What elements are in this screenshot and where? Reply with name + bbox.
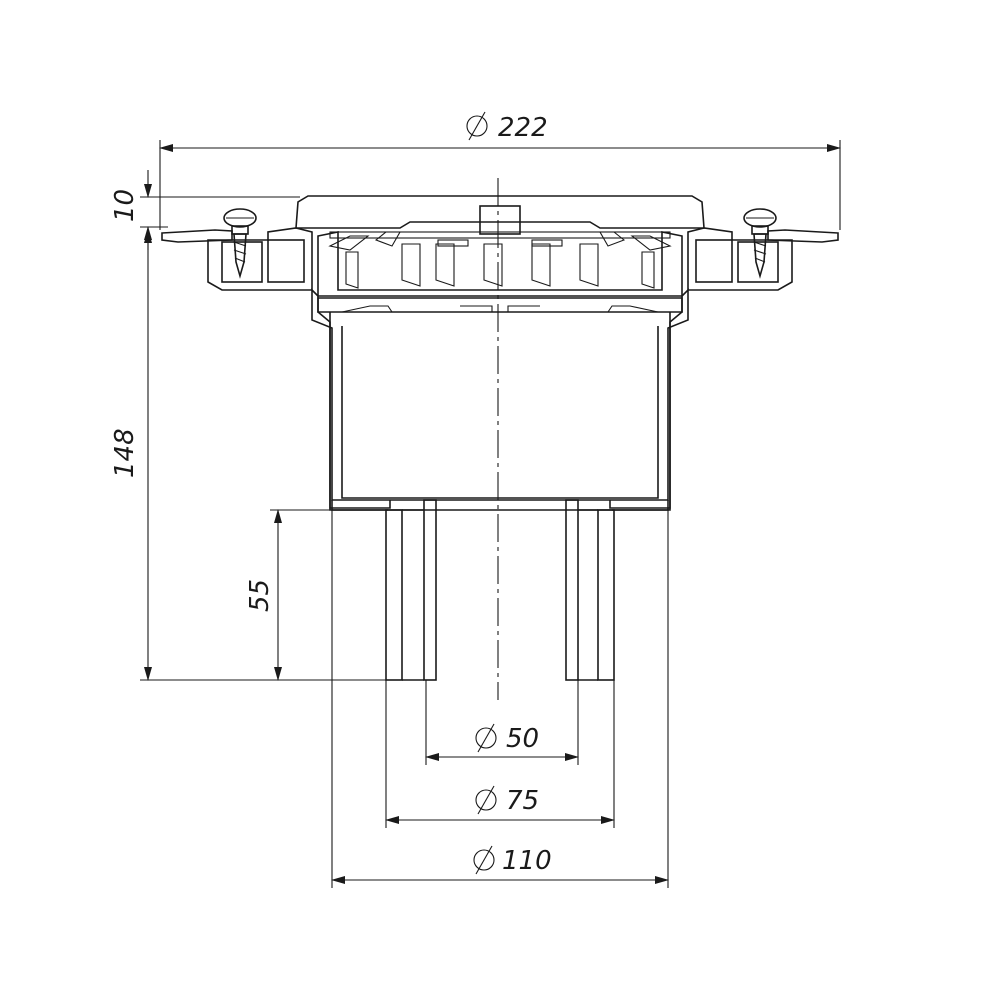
dim-label-222: 222 [498, 113, 548, 143]
dimension-50: 50 [425, 680, 579, 765]
dimension-10: 10 [110, 170, 300, 250]
grate-basket [317, 231, 683, 297]
drain-body [311, 288, 689, 511]
dim-label-148: 148 [110, 428, 140, 478]
dimension-110: 110 [331, 510, 669, 888]
screw-right-icon [743, 208, 777, 279]
dim-label-75: 75 [506, 786, 539, 816]
dimension-55: 55 [245, 509, 335, 681]
grate-cover [295, 195, 705, 235]
diameter-symbol-75 [475, 785, 497, 815]
dim-label-10: 10 [110, 189, 140, 222]
flange [161, 227, 839, 291]
dim-label-55: 55 [245, 579, 275, 612]
dim-label-50: 50 [506, 724, 539, 754]
diameter-symbol-222 [466, 111, 488, 141]
dimension-148: 148 [110, 229, 430, 681]
diameter-symbol-50 [475, 723, 497, 753]
dim-label-110: 110 [502, 846, 552, 876]
diameter-symbol-110 [473, 845, 495, 875]
screw-left-icon [223, 208, 257, 279]
dimension-222: 222 [159, 111, 841, 230]
outlet-spigot [385, 499, 615, 681]
dimension-75: 75 [385, 680, 615, 828]
